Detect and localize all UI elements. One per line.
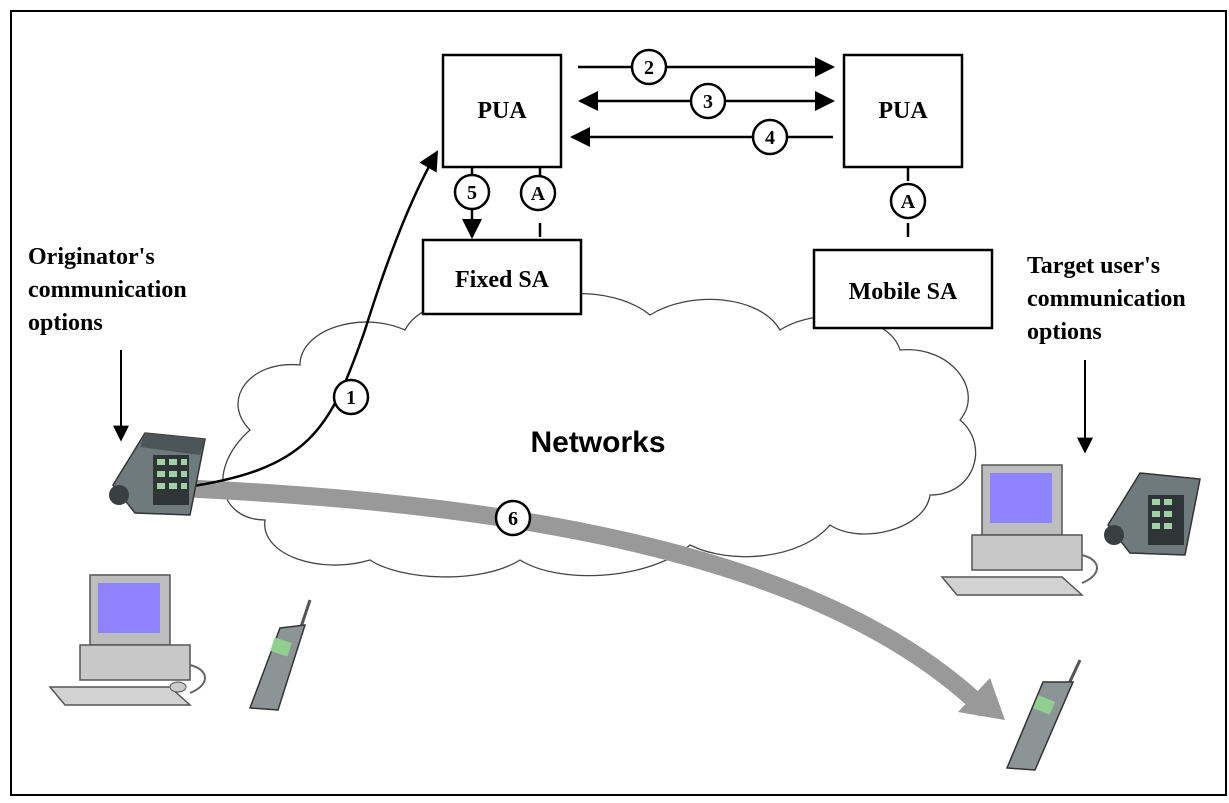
fixed-sa-label: Fixed SA bbox=[455, 267, 550, 293]
svg-text:6: 6 bbox=[508, 508, 518, 530]
svg-text:Originator's: Originator's bbox=[28, 244, 155, 270]
target-caption: Target user's communication options bbox=[1027, 253, 1186, 345]
call-path-arrow bbox=[179, 479, 992, 717]
svg-text:3: 3 bbox=[703, 91, 713, 113]
step-5-marker: 5 bbox=[453, 173, 491, 211]
svg-text:A: A bbox=[901, 191, 916, 213]
originator-mobile-icon bbox=[248, 599, 312, 711]
svg-text:options: options bbox=[28, 310, 103, 336]
svg-text:1: 1 bbox=[346, 387, 356, 409]
svg-text:Target user's: Target user's bbox=[1027, 253, 1160, 279]
request-arrow bbox=[179, 150, 439, 490]
svg-text:4: 4 bbox=[765, 127, 775, 149]
interface-a-left-marker: A bbox=[519, 174, 557, 212]
svg-text:2: 2 bbox=[644, 57, 654, 79]
call-path-arrowhead bbox=[958, 678, 1005, 720]
svg-text:communication: communication bbox=[28, 277, 187, 303]
svg-text:5: 5 bbox=[467, 182, 477, 204]
svg-text:communication: communication bbox=[1027, 286, 1186, 312]
step-4-marker: 4 bbox=[751, 118, 789, 156]
networks-label: Networks bbox=[530, 426, 665, 459]
mobile-sa-box bbox=[812, 248, 994, 330]
target-mobile-icon bbox=[1005, 659, 1082, 771]
step-1-marker: 1 bbox=[332, 378, 370, 416]
target-computer-icon bbox=[940, 464, 1098, 596]
pua-right-label: PUA bbox=[878, 98, 928, 124]
originator-caption: Originator's communication options bbox=[28, 244, 187, 336]
svg-text:options: options bbox=[1027, 319, 1102, 345]
interface-a-right-marker: A bbox=[889, 182, 927, 220]
svg-text:A: A bbox=[531, 183, 546, 205]
pua-right-box bbox=[842, 53, 964, 169]
pua-left-box bbox=[441, 53, 563, 169]
originator-computer-icon bbox=[48, 574, 206, 706]
step-3-marker: 3 bbox=[689, 82, 727, 120]
originator-phone-icon bbox=[109, 432, 206, 516]
fixed-sa-box bbox=[421, 238, 583, 316]
step-2-marker: 2 bbox=[630, 48, 668, 86]
mobile-sa-label: Mobile SA bbox=[849, 279, 958, 305]
step-6-marker: 6 bbox=[494, 499, 532, 537]
pua-left-label: PUA bbox=[477, 98, 527, 124]
target-phone-icon bbox=[1104, 472, 1201, 556]
